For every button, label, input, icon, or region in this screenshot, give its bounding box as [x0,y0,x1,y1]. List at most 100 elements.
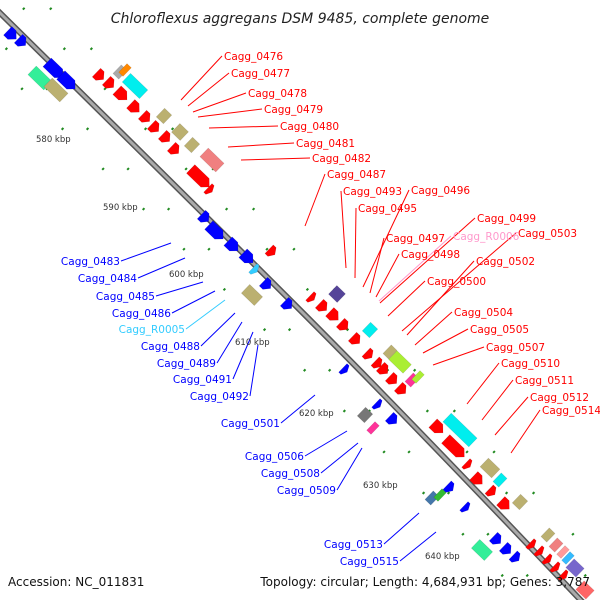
gene-arrow[interactable] [508,550,523,565]
gene-block[interactable] [548,537,564,553]
gene-block[interactable] [199,147,225,173]
gene-block[interactable] [556,545,570,559]
gene-label[interactable]: Cagg_0480 [280,121,339,133]
gene-block[interactable] [492,472,508,488]
gene-arrow[interactable] [393,381,410,398]
gene-label[interactable]: Cagg_0512 [530,392,589,404]
gene-arrow[interactable] [488,531,505,548]
gene-label[interactable]: Cagg_R0005 [119,324,185,336]
gene-arrow[interactable] [557,569,571,583]
gene-label[interactable]: Cagg_0478 [248,88,307,100]
gene-arrow[interactable] [335,317,352,334]
gene-label[interactable]: Cagg_0487 [327,169,386,181]
gene-label[interactable]: Cagg_0504 [454,307,513,319]
gene-block[interactable] [118,63,132,77]
gene-arrow[interactable] [375,361,392,378]
gene-arrow[interactable] [428,418,447,437]
gene-label[interactable]: Cagg_0482 [312,153,371,165]
gene-label[interactable]: Cagg_0488 [141,341,200,353]
gene-label[interactable]: Cagg_0481 [296,138,355,150]
gene-label[interactable]: Cagg_0511 [515,375,574,387]
gene-label[interactable]: Cagg_0476 [224,51,283,63]
gene-block[interactable] [411,370,425,384]
gene-arrow[interactable] [533,545,547,559]
gene-label[interactable]: Cagg_R0006 [453,231,520,243]
gene-arrow[interactable] [325,307,343,325]
gene-block[interactable] [540,527,556,543]
gene-arrow[interactable] [166,141,183,158]
gene-arrow[interactable] [126,99,144,117]
gene-arrow[interactable] [338,363,352,377]
gene-arrow[interactable] [13,33,30,50]
gene-arrow[interactable] [441,434,468,462]
gene-block[interactable] [565,558,585,578]
gene-arrow[interactable] [146,119,163,136]
gene-label[interactable]: Cagg_0498 [401,249,460,261]
gene-block[interactable] [424,490,440,506]
gene-label[interactable]: Cagg_0486 [112,308,171,320]
gene-arrow[interactable] [137,109,154,126]
gene-block[interactable] [511,493,529,511]
gene-arrow[interactable] [384,371,401,388]
gene-label[interactable]: Cagg_0492 [190,391,249,403]
gene-label[interactable]: Cagg_0508 [261,468,320,480]
gene-arrow[interactable] [498,541,515,558]
gene-label[interactable]: Cagg_0477 [231,68,290,80]
gene-block[interactable] [241,284,263,306]
gene-block[interactable] [356,406,374,424]
gene-arrow[interactable] [238,248,257,267]
gene-arrow[interactable] [248,263,262,277]
gene-arrow[interactable] [384,411,401,428]
gene-arrow[interactable] [484,484,499,499]
gene-label[interactable]: Cagg_0513 [324,539,383,551]
gene-block[interactable] [382,344,398,360]
gene-label[interactable]: Cagg_0514 [542,405,600,417]
gene-label[interactable]: Cagg_0496 [411,185,470,197]
gene-arrow[interactable] [258,276,275,293]
gene-arrow[interactable] [196,209,213,226]
gene-label[interactable]: Cagg_0510 [501,358,560,370]
gene-arrow[interactable] [541,553,555,567]
gene-arrow[interactable] [370,356,385,371]
gene-block[interactable] [442,412,478,448]
gene-block[interactable] [43,77,69,103]
gene-arrow[interactable] [305,291,319,305]
gene-block[interactable] [328,285,346,303]
gene-block[interactable] [171,123,189,141]
gene-label[interactable]: Cagg_0503 [518,228,577,240]
gene-arrow[interactable] [496,496,514,514]
gene-label[interactable]: Cagg_0507 [486,342,545,354]
gene-arrow[interactable] [361,347,376,362]
gene-arrow[interactable] [112,85,131,104]
gene-block[interactable] [121,72,149,100]
gene-label[interactable]: Cagg_0493 [343,186,402,198]
gene-label[interactable]: Cagg_0502 [476,256,535,268]
gene-block[interactable] [388,350,412,374]
gene-label[interactable]: Cagg_0500 [427,276,486,288]
gene-block[interactable] [479,457,501,479]
gene-arrow[interactable] [3,26,21,44]
gene-arrow[interactable] [347,331,364,348]
gene-arrow[interactable] [314,298,331,315]
gene-label[interactable]: Cagg_0506 [245,451,304,463]
gene-label[interactable]: Cagg_0489 [157,358,216,370]
gene-arrow[interactable] [469,471,487,489]
gene-arrow[interactable] [442,480,457,495]
gene-arrow[interactable] [461,458,475,472]
gene-arrow[interactable] [549,561,563,575]
gene-block[interactable] [575,580,595,600]
gene-label[interactable]: Cagg_0483 [61,256,120,268]
gene-arrow[interactable] [525,538,539,552]
gene-label[interactable]: Cagg_0505 [470,324,529,336]
gene-label[interactable]: Cagg_0495 [358,203,417,215]
gene-arrow[interactable] [157,129,174,146]
gene-label[interactable]: Cagg_0501 [221,418,280,430]
gene-label[interactable]: Cagg_0484 [78,273,137,285]
gene-arrow[interactable] [279,296,296,313]
gene-label[interactable]: Cagg_0509 [277,485,336,497]
gene-label[interactable]: Cagg_0485 [96,291,155,303]
gene-arrow[interactable] [459,501,473,515]
gene-label[interactable]: Cagg_0515 [340,556,399,568]
gene-label[interactable]: Cagg_0479 [264,104,323,116]
gene-block[interactable] [471,539,493,561]
